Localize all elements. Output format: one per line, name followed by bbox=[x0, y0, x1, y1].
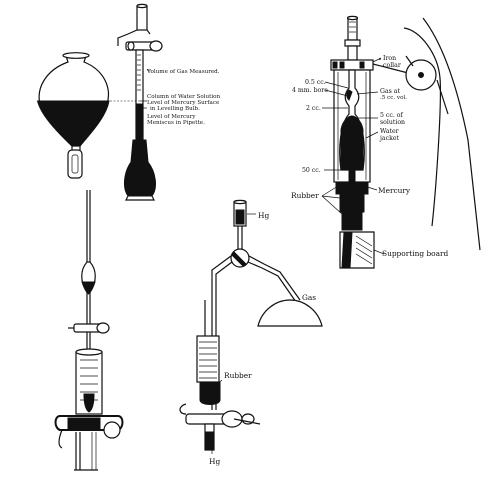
label-4mm-bore: 4 mm. bore bbox=[292, 87, 328, 94]
label-hg-top: Hg bbox=[258, 211, 269, 220]
figure-c-pipette-stand bbox=[54, 190, 124, 471]
label-jacket: jacket bbox=[379, 135, 399, 142]
label-gas-at: Gas at bbox=[380, 88, 400, 95]
label-50cc: 50 cc. bbox=[302, 167, 321, 174]
figure-a-leveling-apparatus: Volume of Gas Measured. Column of Water … bbox=[36, 3, 221, 201]
label-solution: solution bbox=[380, 119, 405, 126]
label-level-mercury-bulb: Level of Mercury Surface bbox=[147, 100, 220, 106]
label-05cc: 0.5 cc. bbox=[305, 79, 326, 86]
label-mercury: Mercury bbox=[378, 186, 411, 195]
label-supporting-board: Supporting board bbox=[382, 249, 449, 258]
label-5cc: 5 cc. of bbox=[380, 112, 403, 119]
label-level-mercury-bulb-2: in Levelling Bulb. bbox=[150, 106, 200, 112]
label-collar: collar bbox=[383, 62, 401, 69]
label-iron: Iron bbox=[383, 55, 396, 62]
leveling-bulb bbox=[36, 52, 110, 179]
figure-d-gas-apparatus: Hg Gas Rubber Hg bbox=[179, 199, 323, 466]
label-water: Water bbox=[380, 128, 399, 135]
label-rubber-b: Rubber bbox=[291, 191, 319, 200]
label-rubber-d: Rubber bbox=[224, 371, 252, 380]
label-level-meniscus-pipette-2: Meniscus in Pipette. bbox=[147, 120, 205, 126]
label-level-meniscus-pipette: Level of Mercury bbox=[147, 114, 196, 120]
label-hg-bottom: Hg bbox=[209, 457, 220, 466]
label-column-water-solution: Column of Water Solution bbox=[147, 94, 221, 100]
label-volume-gas-measured: Volume of Gas Measured. bbox=[146, 69, 220, 75]
label-2cc: 2 cc. bbox=[306, 105, 321, 112]
label-gas: Gas bbox=[302, 293, 316, 302]
figure-b-jacketed-pipette: Iron collar 0.5 cc. 4 mm. bore 2 cc. Gas… bbox=[291, 15, 481, 269]
gas-pipette bbox=[117, 3, 163, 201]
label-gas-volume: .5 cc. vol. bbox=[380, 95, 407, 101]
